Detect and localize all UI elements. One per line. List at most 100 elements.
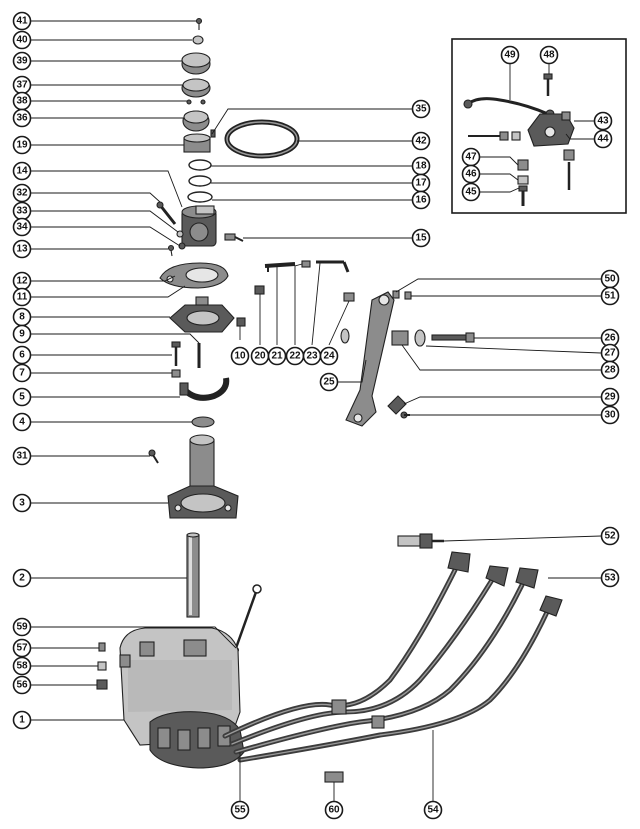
housing-14 xyxy=(181,205,217,247)
svg-text:15: 15 xyxy=(415,233,427,244)
callout-7: 7 xyxy=(12,363,32,383)
svg-text:16: 16 xyxy=(415,195,427,206)
linkage-parts xyxy=(236,260,355,327)
callout-39: 39 xyxy=(12,51,32,71)
rod-59 xyxy=(232,584,262,654)
nut-7 xyxy=(171,369,181,378)
inset-frame xyxy=(451,38,627,214)
svg-text:51: 51 xyxy=(604,291,616,302)
part-56 xyxy=(96,679,108,690)
svg-text:14: 14 xyxy=(16,166,28,177)
callout-42: 42 xyxy=(411,131,431,151)
svg-text:1: 1 xyxy=(19,715,25,726)
svg-text:11: 11 xyxy=(17,292,28,303)
screw-30 xyxy=(400,411,410,419)
svg-text:9: 9 xyxy=(19,329,25,340)
base-housing-3 xyxy=(167,434,239,519)
svg-text:20: 20 xyxy=(254,351,266,362)
callout-17: 17 xyxy=(411,173,431,193)
bolt-26 xyxy=(431,332,475,343)
callout-33: 33 xyxy=(12,201,32,221)
disc-37 xyxy=(181,78,211,98)
callout-28: 28 xyxy=(600,360,620,380)
svg-text:18: 18 xyxy=(415,161,427,172)
callout-19: 19 xyxy=(12,135,32,155)
callout-13: 13 xyxy=(12,239,32,259)
svg-text:6: 6 xyxy=(19,350,25,361)
callout-14: 14 xyxy=(12,161,32,181)
inset-bolt-row xyxy=(468,131,521,141)
screw-41 xyxy=(195,17,203,30)
callout-11: 11 xyxy=(12,287,32,307)
part-57 xyxy=(98,642,106,652)
svg-text:40: 40 xyxy=(16,35,28,46)
callout-37: 37 xyxy=(12,75,32,95)
callouts: 41 40 39 37 38 36 19 14 32 33 34 13 12 1… xyxy=(12,11,620,820)
belt-42 xyxy=(224,119,300,159)
svg-text:25: 25 xyxy=(323,377,335,388)
ring-17 xyxy=(188,175,212,187)
inset-screw-48 xyxy=(543,73,553,96)
svg-text:27: 27 xyxy=(604,348,616,359)
part-51 xyxy=(404,291,412,300)
part-drawings xyxy=(96,17,575,783)
svg-text:49: 49 xyxy=(504,50,516,61)
spark-plug-boots-53 xyxy=(447,551,563,617)
callout-60: 60 xyxy=(324,800,344,820)
callout-32: 32 xyxy=(12,183,32,203)
lever-25 xyxy=(345,291,395,427)
callout-5: 5 xyxy=(12,387,32,407)
svg-text:3: 3 xyxy=(19,498,25,509)
leader-lines xyxy=(31,20,602,801)
svg-text:31: 31 xyxy=(16,451,28,462)
callout-54: 54 xyxy=(423,800,443,820)
svg-text:47: 47 xyxy=(465,152,477,163)
inset-parts-47-46-45 xyxy=(517,149,575,206)
ignition-wires-54 xyxy=(222,567,551,763)
callout-59: 59 xyxy=(12,617,32,637)
clip-29 xyxy=(387,395,407,415)
callout-10: 10 xyxy=(230,346,250,366)
svg-text:21: 21 xyxy=(271,351,283,362)
callout-45: 45 xyxy=(461,182,481,202)
svg-text:29: 29 xyxy=(604,392,616,403)
inset-bracket-43 xyxy=(527,111,575,147)
ring-16 xyxy=(187,191,213,203)
svg-text:5: 5 xyxy=(19,392,25,403)
callout-2: 2 xyxy=(12,568,32,588)
ring-18 xyxy=(188,159,212,171)
callout-52: 52 xyxy=(600,526,620,546)
screw-31 xyxy=(148,449,159,464)
callout-12: 12 xyxy=(12,271,32,291)
svg-text:50: 50 xyxy=(604,274,616,285)
svg-text:57: 57 xyxy=(16,643,28,654)
svg-text:26: 26 xyxy=(604,333,616,344)
callout-50: 50 xyxy=(600,269,620,289)
washer-4 xyxy=(191,416,215,428)
callout-25: 25 xyxy=(319,372,339,392)
callout-55: 55 xyxy=(230,800,250,820)
callout-35: 35 xyxy=(411,99,431,119)
svg-text:28: 28 xyxy=(604,365,616,376)
plate-12 xyxy=(159,262,229,289)
callout-30: 30 xyxy=(600,405,620,425)
svg-text:12: 12 xyxy=(16,276,28,287)
callout-3: 3 xyxy=(12,493,32,513)
svg-text:42: 42 xyxy=(415,136,427,147)
screw-13 xyxy=(167,244,175,257)
callout-51: 51 xyxy=(600,286,620,306)
callout-38: 38 xyxy=(12,91,32,111)
nut-34 xyxy=(178,242,186,250)
svg-text:7: 7 xyxy=(19,368,25,379)
pin-38a xyxy=(186,99,192,105)
callout-21: 21 xyxy=(267,346,287,366)
callout-34: 34 xyxy=(12,217,32,237)
svg-text:4: 4 xyxy=(19,417,25,428)
svg-text:56: 56 xyxy=(16,680,28,691)
callout-36: 36 xyxy=(12,108,32,128)
bolt-6 xyxy=(171,341,181,366)
callout-6: 6 xyxy=(12,345,32,365)
rotor-39 xyxy=(181,52,211,75)
svg-text:37: 37 xyxy=(16,80,28,91)
svg-text:38: 38 xyxy=(16,96,28,107)
